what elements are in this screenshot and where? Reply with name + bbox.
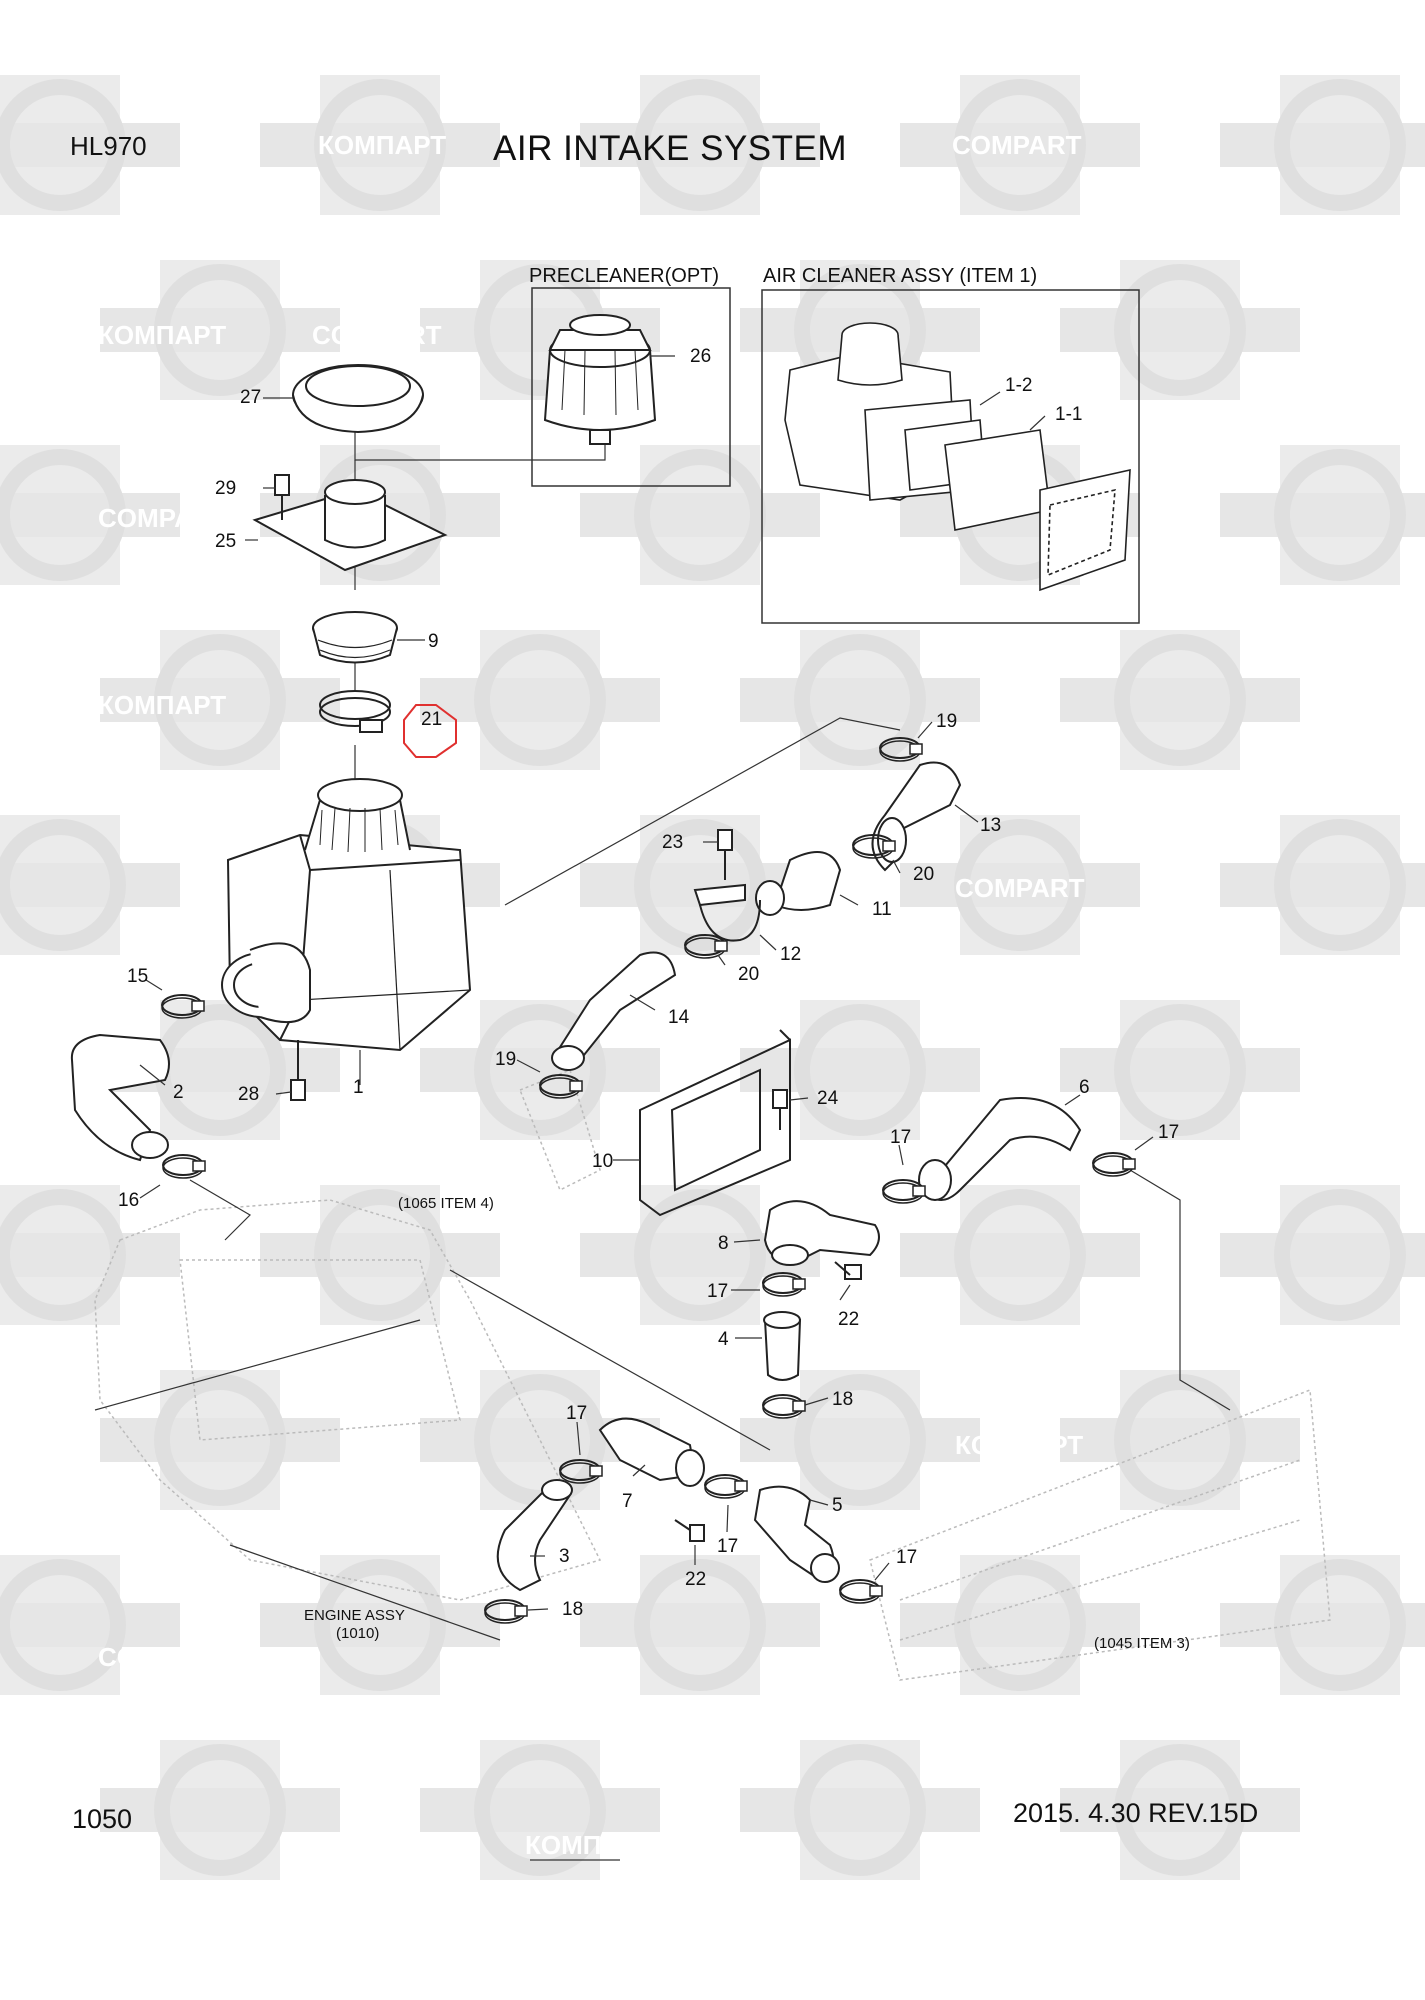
part-25-flange-tube xyxy=(252,479,448,572)
page-title: AIR INTAKE SYSTEM xyxy=(493,129,848,168)
callout-22[interactable]: 22 xyxy=(685,1569,707,1590)
callout-4[interactable]: 4 xyxy=(718,1329,729,1350)
part-7-pipe xyxy=(598,1417,705,1487)
part-8-elbow xyxy=(763,1200,880,1266)
watermark-text: COMPART xyxy=(952,130,1082,160)
callout-24[interactable]: 24 xyxy=(817,1088,839,1109)
callout-leaders xyxy=(139,355,1154,1611)
callout-5[interactable]: 5 xyxy=(832,1495,843,1516)
callout-6[interactable]: 6 xyxy=(1079,1077,1090,1098)
callout-1[interactable]: 1 xyxy=(353,1077,364,1098)
callout-19[interactable]: 19 xyxy=(495,1049,517,1070)
callout-8[interactable]: 8 xyxy=(718,1233,729,1254)
callout-17[interactable]: 17 xyxy=(717,1536,739,1557)
watermark-text: КОМПАРТ xyxy=(525,1830,654,1860)
reference-engine-assy-number: (1010) xyxy=(336,1625,380,1642)
watermark-text: КОМПАРТ xyxy=(98,320,227,350)
part-10-bracket-frame xyxy=(639,1029,791,1217)
model-number: HL970 xyxy=(70,131,147,161)
part-23-bolt xyxy=(717,829,733,880)
callout-29[interactable]: 29 xyxy=(215,478,237,499)
revision-date: 2015. 4.30 REV.15D xyxy=(1013,1798,1259,1828)
callout-26[interactable]: 26 xyxy=(690,346,712,367)
callout-2[interactable]: 2 xyxy=(173,1082,184,1103)
callout-23[interactable]: 23 xyxy=(662,832,684,853)
part-17-clamp-b xyxy=(1092,1152,1136,1177)
callout-12[interactable]: 12 xyxy=(780,944,802,965)
part-1-air-cleaner-housing xyxy=(221,778,472,1052)
item-21-highlight-hexagon xyxy=(403,704,457,758)
callout-22[interactable]: 22 xyxy=(838,1309,860,1330)
callout-13[interactable]: 13 xyxy=(980,815,1002,836)
callout-17[interactable]: 17 xyxy=(1158,1122,1180,1143)
air-cleaner-assy-exploded xyxy=(784,322,1131,592)
engine-ghost-outline xyxy=(94,1068,1331,1681)
part-22-bolt-lower xyxy=(674,1519,705,1542)
watermark-text: COMPART xyxy=(312,320,442,350)
callout-14[interactable]: 14 xyxy=(668,1007,690,1028)
watermark-text: COMPART xyxy=(98,503,228,533)
part-17-clamp-a xyxy=(882,1179,926,1204)
part-17-clamp-c xyxy=(762,1272,806,1297)
part-11-elbow xyxy=(755,851,842,916)
watermark-text: COMPART xyxy=(955,873,1085,903)
callout-9[interactable]: 9 xyxy=(428,631,439,652)
reference-1045-item-3: (1045 ITEM 3) xyxy=(1094,1635,1190,1652)
air-cleaner-box-title: AIR CLEANER ASSY (ITEM 1) xyxy=(763,265,1038,287)
part-2-hose xyxy=(70,1033,170,1162)
reference-engine-assy: ENGINE ASSY xyxy=(304,1607,405,1624)
callout-1-1[interactable]: 1-1 xyxy=(1055,404,1083,425)
part-9-seal xyxy=(312,611,398,664)
part-21-clamp xyxy=(319,690,391,733)
callout-27[interactable]: 27 xyxy=(240,387,262,408)
part-22-bolt-upper xyxy=(834,1261,862,1280)
watermark-text: КОМПАРТ xyxy=(98,690,227,720)
callout-18[interactable]: 18 xyxy=(832,1389,854,1410)
callout-28[interactable]: 28 xyxy=(238,1084,260,1105)
callout-17[interactable]: 17 xyxy=(896,1547,918,1568)
callout-15[interactable]: 15 xyxy=(127,966,149,987)
callout-17[interactable]: 17 xyxy=(890,1127,912,1148)
part-17-clamp-f xyxy=(839,1579,883,1604)
page-number: 1050 xyxy=(72,1804,133,1834)
callout-19[interactable]: 19 xyxy=(936,711,958,732)
callout-20[interactable]: 20 xyxy=(913,864,935,885)
part-17-clamp-e xyxy=(704,1474,748,1499)
part-3-hose xyxy=(496,1479,573,1592)
part-26-precleaner xyxy=(543,314,657,445)
callout-10[interactable]: 10 xyxy=(592,1151,614,1172)
callout-17[interactable]: 17 xyxy=(566,1403,588,1424)
part-12-bracket xyxy=(693,883,761,942)
part-4-sleeve xyxy=(763,1311,802,1381)
callout-18[interactable]: 18 xyxy=(562,1599,584,1620)
part-6-hose xyxy=(918,1097,1082,1201)
precleaner-box-title: PRECLEANER(OPT) xyxy=(529,265,720,287)
assembly-lines xyxy=(94,420,1231,1861)
callout-20[interactable]: 20 xyxy=(738,964,760,985)
part-24-bolt xyxy=(772,1089,788,1130)
callout-1-2[interactable]: 1-2 xyxy=(1005,375,1033,396)
part-14-hose xyxy=(551,951,677,1071)
part-18-clamp-upper xyxy=(762,1394,806,1419)
reference-1065-item-4: (1065 ITEM 4) xyxy=(398,1195,494,1212)
part-16-clamp xyxy=(162,1154,206,1179)
watermark-text: КОМПАРТ xyxy=(318,130,447,160)
part-5-hose xyxy=(753,1485,840,1583)
watermark-text: COMPART xyxy=(98,1642,228,1672)
part-13-hose xyxy=(871,761,962,872)
part-27-cap xyxy=(292,364,424,434)
callout-17[interactable]: 17 xyxy=(707,1281,729,1302)
part-28-bolt xyxy=(290,1040,306,1101)
callout-21[interactable]: 21 xyxy=(421,709,443,730)
callout-3[interactable]: 3 xyxy=(559,1546,570,1567)
part-29-bolt xyxy=(274,474,290,520)
callout-11[interactable]: 11 xyxy=(872,899,892,920)
callout-25[interactable]: 25 xyxy=(215,531,237,552)
watermark-text: КОМПАРТ xyxy=(955,1430,1084,1460)
callout-7[interactable]: 7 xyxy=(622,1491,633,1512)
callout-16[interactable]: 16 xyxy=(118,1190,140,1211)
option-boxes xyxy=(531,287,1140,624)
